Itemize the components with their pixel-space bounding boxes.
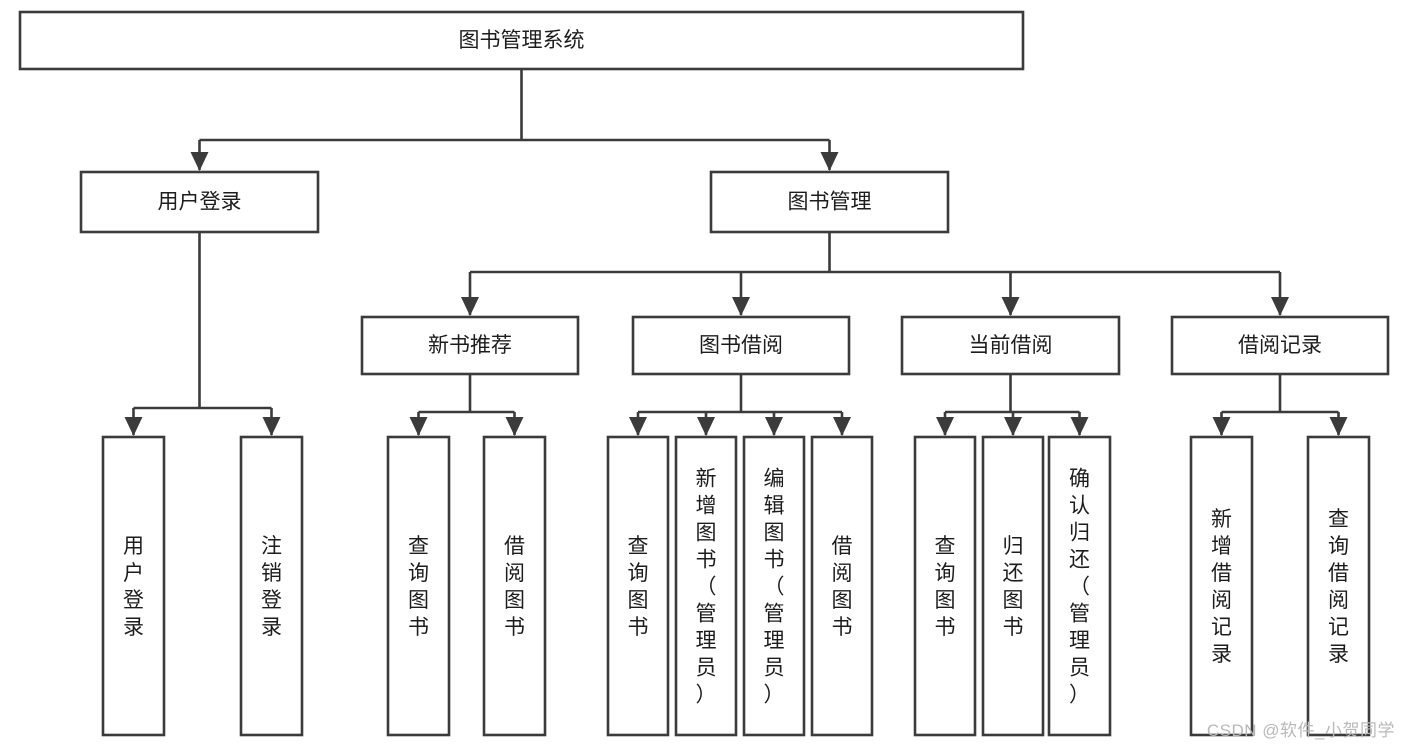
node-leaf-confirm-return-box[interactable] xyxy=(1047,435,1112,737)
arrow-head-icon xyxy=(936,417,954,436)
node-user-login-label: 用户登录 xyxy=(158,191,242,214)
node-leaf-query-record-box[interactable] xyxy=(1306,435,1371,737)
arrow-head-icon xyxy=(124,417,143,436)
node-leaf-add-record-box[interactable] xyxy=(1189,435,1254,737)
node-leaf-borrow-book-2-box[interactable] xyxy=(810,435,874,737)
arrow-head-icon xyxy=(833,417,851,436)
node-leaf-add-record-label: 新增借阅记录 xyxy=(1211,508,1232,666)
node-leaf-user-logout[interactable]: 注销登录 xyxy=(239,435,304,737)
watermark-text: CSDN @软件_小贺同学 xyxy=(1206,721,1395,740)
node-leaf-query-book-2[interactable]: 查询图书 xyxy=(606,435,670,737)
node-leaf-edit-book-label: 编辑图书（管理员） xyxy=(764,468,785,707)
node-leaf-user-login-label: 用户登录 xyxy=(123,535,144,639)
node-leaf-query-book-3[interactable]: 查询图书 xyxy=(913,435,977,737)
node-book-borrow[interactable]: 图书借阅 xyxy=(631,315,851,376)
node-leaf-edit-book[interactable]: 编辑图书（管理员） xyxy=(742,435,806,737)
node-leaf-user-login[interactable]: 用户登录 xyxy=(101,435,166,737)
node-leaf-user-logout-label: 注销登录 xyxy=(261,535,282,639)
arrow-head-icon xyxy=(820,152,839,171)
node-leaf-query-book-1-box[interactable] xyxy=(386,435,451,737)
node-borrow-record-label: 借阅记录 xyxy=(1238,334,1322,357)
node-leaf-borrow-book-1[interactable]: 借阅图书 xyxy=(482,435,547,737)
arrow-head-icon xyxy=(190,152,209,171)
node-current-borrow-label: 当前借阅 xyxy=(969,334,1053,357)
node-borrow-record-box[interactable] xyxy=(1170,315,1390,376)
node-leaf-query-book-2-label: 查询图书 xyxy=(628,535,649,639)
node-user-login[interactable]: 用户登录 xyxy=(79,170,320,234)
node-new-book-recommend[interactable]: 新书推荐 xyxy=(360,315,580,376)
arrow-head-icon xyxy=(409,417,428,436)
node-book-manage-label: 图书管理 xyxy=(788,191,872,214)
node-book-manage[interactable]: 图书管理 xyxy=(709,170,950,234)
node-leaf-query-book-2-box[interactable] xyxy=(606,435,670,737)
node-leaf-user-logout-box[interactable] xyxy=(239,435,304,737)
node-leaf-borrow-book-1-box[interactable] xyxy=(482,435,547,737)
node-book-borrow-box[interactable] xyxy=(631,315,851,376)
arrow-head-icon xyxy=(1329,417,1348,436)
node-leaf-confirm-return-label: 确认归还（管理员） xyxy=(1069,468,1090,707)
node-current-borrow[interactable]: 当前借阅 xyxy=(900,315,1121,376)
node-leaf-return-book[interactable]: 归还图书 xyxy=(981,435,1045,737)
node-leaf-borrow-book-1-label: 借阅图书 xyxy=(504,535,525,639)
node-leaf-add-book[interactable]: 新增图书（管理员） xyxy=(674,435,738,737)
node-book-borrow-label: 图书借阅 xyxy=(699,334,783,357)
arrow-head-icon xyxy=(732,297,750,316)
node-leaf-user-login-box[interactable] xyxy=(101,435,166,737)
node-root-box[interactable] xyxy=(18,10,1025,71)
node-leaf-query-book-1-label: 查询图书 xyxy=(408,535,429,639)
arrow-head-icon xyxy=(1212,417,1231,436)
arrow-head-icon xyxy=(629,417,647,436)
node-leaf-edit-book-box[interactable] xyxy=(742,435,806,737)
arrow-head-icon xyxy=(262,417,281,436)
node-leaf-add-record[interactable]: 新增借阅记录 xyxy=(1189,435,1254,737)
node-new-book-recommend-box[interactable] xyxy=(360,315,580,376)
node-root-label: 图书管理系统 xyxy=(459,29,585,52)
nodes-layer: 图书管理系统用户登录图书管理新书推荐图书借阅当前借阅借阅记录用户登录注销登录查询… xyxy=(18,10,1390,737)
node-borrow-record[interactable]: 借阅记录 xyxy=(1170,315,1390,376)
node-new-book-recommend-label: 新书推荐 xyxy=(428,334,512,357)
arrow-head-icon xyxy=(697,417,715,436)
arrow-head-icon xyxy=(1001,297,1020,316)
node-leaf-add-book-label: 新增图书（管理员） xyxy=(696,468,717,707)
node-leaf-add-book-box[interactable] xyxy=(674,435,738,737)
node-leaf-query-book-3-box[interactable] xyxy=(913,435,977,737)
arrow-head-icon xyxy=(505,417,524,436)
arrow-head-icon xyxy=(1271,297,1289,316)
node-user-login-box[interactable] xyxy=(79,170,320,234)
node-leaf-borrow-book-2[interactable]: 借阅图书 xyxy=(810,435,874,737)
arrow-head-icon xyxy=(461,297,479,316)
connectors-layer xyxy=(124,69,1348,436)
node-leaf-borrow-book-2-label: 借阅图书 xyxy=(832,535,853,639)
node-leaf-query-book-1[interactable]: 查询图书 xyxy=(386,435,451,737)
arrow-head-icon xyxy=(765,417,783,436)
node-root[interactable]: 图书管理系统 xyxy=(18,10,1025,71)
arrow-head-icon xyxy=(1004,417,1022,436)
node-leaf-query-book-3-label: 查询图书 xyxy=(935,535,956,639)
arrow-head-icon xyxy=(1070,417,1089,436)
node-leaf-confirm-return[interactable]: 确认归还（管理员） xyxy=(1047,435,1112,737)
node-leaf-return-book-label: 归还图书 xyxy=(1003,535,1024,639)
node-leaf-query-record-label: 查询借阅记录 xyxy=(1328,508,1349,666)
node-leaf-return-book-box[interactable] xyxy=(981,435,1045,737)
node-current-borrow-box[interactable] xyxy=(900,315,1121,376)
node-leaf-query-record[interactable]: 查询借阅记录 xyxy=(1306,435,1371,737)
node-book-manage-box[interactable] xyxy=(709,170,950,234)
